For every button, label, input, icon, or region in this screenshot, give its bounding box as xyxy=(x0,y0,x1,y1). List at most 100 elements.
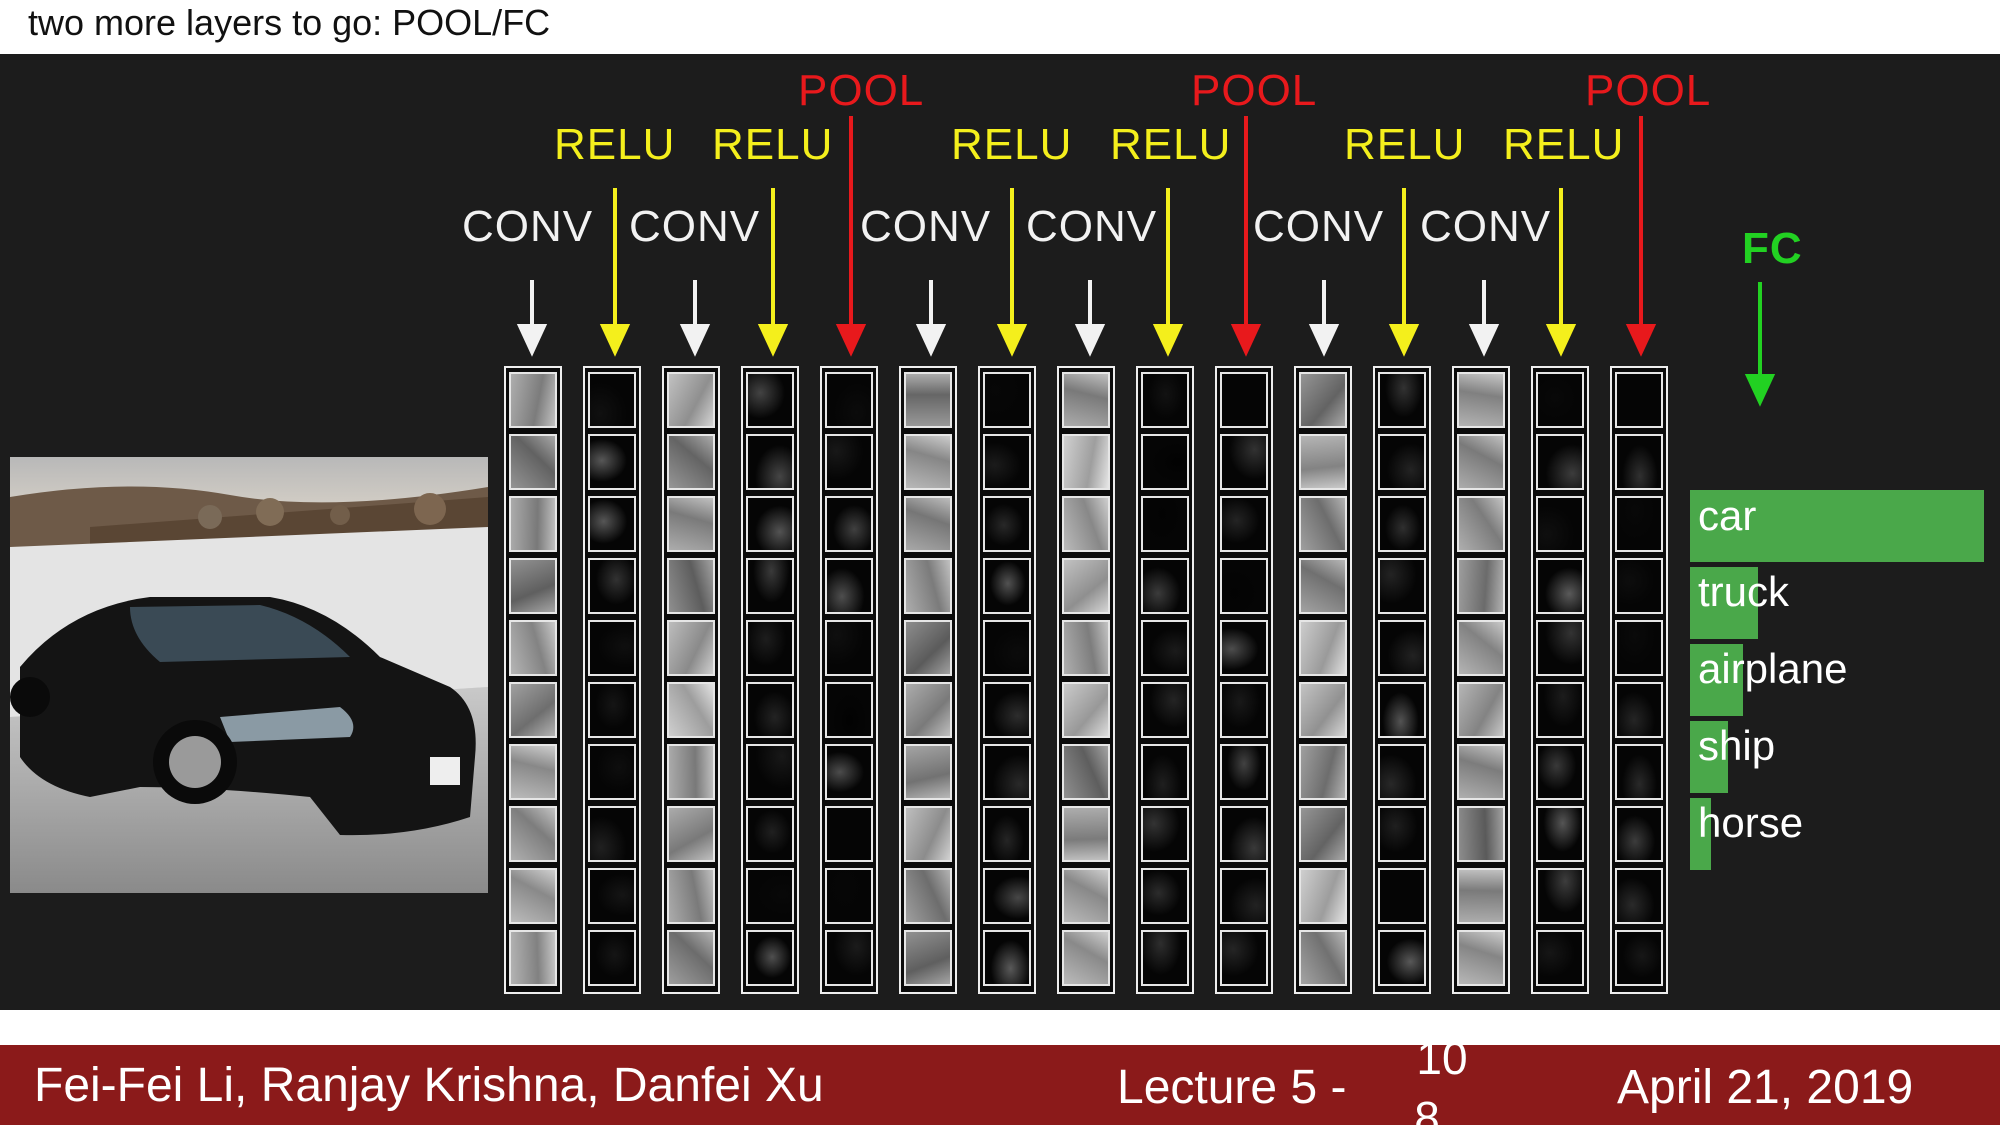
feature-map-tile xyxy=(667,682,715,738)
feature-map-tile xyxy=(746,868,794,924)
feature-map-tile xyxy=(667,930,715,986)
label-pool-3: POOL xyxy=(1585,66,1712,115)
class-bar-airplane xyxy=(1690,644,1743,716)
label-relu-6: RELU xyxy=(1503,120,1625,169)
feature-map-tile xyxy=(588,868,636,924)
feature-map-tile xyxy=(588,682,636,738)
feature-map-tile xyxy=(1536,496,1584,552)
feature-map-tile xyxy=(509,558,557,614)
feature-map-tile xyxy=(1615,434,1663,490)
feature-map-tile xyxy=(825,558,873,614)
feature-map-tile xyxy=(1615,682,1663,738)
class-bar-horse xyxy=(1690,798,1711,870)
pool-arrow-icons xyxy=(835,116,1657,357)
feature-map-column-relu xyxy=(583,366,641,994)
label-conv-1: CONV xyxy=(462,202,594,251)
feature-map-column-conv xyxy=(504,366,562,994)
feature-map-tile xyxy=(825,496,873,552)
class-bar-ship xyxy=(1690,721,1728,793)
label-conv-4: CONV xyxy=(1026,202,1158,251)
feature-map-tile xyxy=(983,682,1031,738)
feature-map-tile xyxy=(1220,558,1268,614)
feature-map-tile xyxy=(588,806,636,862)
feature-map-tile xyxy=(1378,806,1426,862)
feature-map-column-conv xyxy=(1294,366,1352,994)
feature-map-tile xyxy=(1299,372,1347,428)
label-fc: FC xyxy=(1742,224,1803,273)
feature-map-tile xyxy=(904,744,952,800)
feature-map-tile xyxy=(1220,434,1268,490)
feature-map-tile xyxy=(983,620,1031,676)
feature-map-tile xyxy=(1141,682,1189,738)
feature-map-tile xyxy=(1220,744,1268,800)
feature-map-tile xyxy=(825,930,873,986)
feature-map-tile xyxy=(904,558,952,614)
feature-map-tile xyxy=(667,434,715,490)
feature-map-tile xyxy=(509,496,557,552)
feature-map-tile xyxy=(746,372,794,428)
feature-map-tile xyxy=(1536,682,1584,738)
feature-map-tile xyxy=(1299,930,1347,986)
feature-map-tile xyxy=(983,434,1031,490)
feature-map-tile xyxy=(1141,434,1189,490)
feature-map-tile xyxy=(1615,620,1663,676)
feature-map-tile xyxy=(1141,620,1189,676)
class-label-ship: ship xyxy=(1698,722,1776,769)
feature-map-tile xyxy=(1220,620,1268,676)
feature-map-tile xyxy=(1062,558,1110,614)
label-conv-6: CONV xyxy=(1420,202,1552,251)
label-relu-4: RELU xyxy=(1110,120,1232,169)
feature-map-tile xyxy=(667,620,715,676)
feature-map-tile xyxy=(1536,806,1584,862)
feature-map-tile xyxy=(1220,682,1268,738)
feature-map-tile xyxy=(1062,372,1110,428)
feature-map-tile xyxy=(904,434,952,490)
feature-map-tile xyxy=(983,496,1031,552)
feature-map-tile xyxy=(825,868,873,924)
feature-map-tile xyxy=(746,744,794,800)
feature-map-tile xyxy=(983,806,1031,862)
feature-map-tile xyxy=(1615,496,1663,552)
feature-map-tile xyxy=(1378,372,1426,428)
label-relu-5: RELU xyxy=(1344,120,1466,169)
feature-map-tile xyxy=(904,806,952,862)
feature-map-tile xyxy=(1615,744,1663,800)
feature-map-tile xyxy=(1457,496,1505,552)
label-relu-1: RELU xyxy=(554,120,676,169)
label-conv-5: CONV xyxy=(1253,202,1385,251)
feature-map-tile xyxy=(1457,558,1505,614)
feature-map-tile xyxy=(1615,806,1663,862)
layer-arrows xyxy=(516,116,1776,407)
slide-title: two more layers to go: POOL/FC xyxy=(28,2,551,43)
feature-map-tile xyxy=(1220,806,1268,862)
feature-map-tile xyxy=(1378,434,1426,490)
label-pool-2: POOL xyxy=(1191,66,1318,115)
feature-map-tile xyxy=(746,558,794,614)
class-label-horse: horse xyxy=(1698,799,1804,846)
feature-map-tile xyxy=(588,744,636,800)
feature-map-tile xyxy=(667,868,715,924)
feature-map-column-relu xyxy=(978,366,1036,994)
footer-date: April 21, 2019 xyxy=(1617,1061,1914,1114)
feature-map-column-pool xyxy=(1215,366,1273,994)
feature-map-tile xyxy=(1141,744,1189,800)
feature-map-tile xyxy=(825,372,873,428)
feature-map-tile xyxy=(1299,558,1347,614)
feature-map-tile xyxy=(904,682,952,738)
class-label-airplane: airplane xyxy=(1698,645,1848,692)
feature-map-tile xyxy=(1615,372,1663,428)
feature-map-tile xyxy=(667,372,715,428)
feature-map-column-relu xyxy=(1531,366,1589,994)
feature-map-tile xyxy=(1141,496,1189,552)
feature-map-tile xyxy=(825,620,873,676)
feature-map-tile xyxy=(746,682,794,738)
feature-map-tile xyxy=(746,930,794,986)
feature-map-tile xyxy=(509,372,557,428)
feature-map-column-conv xyxy=(899,366,957,994)
feature-map-column-relu xyxy=(1136,366,1194,994)
footer-page-bottom: 8 xyxy=(1414,1094,1440,1125)
feature-map-tile xyxy=(746,806,794,862)
feature-map-tile xyxy=(1062,930,1110,986)
feature-map-tile xyxy=(1141,372,1189,428)
feature-map-tile xyxy=(1062,620,1110,676)
